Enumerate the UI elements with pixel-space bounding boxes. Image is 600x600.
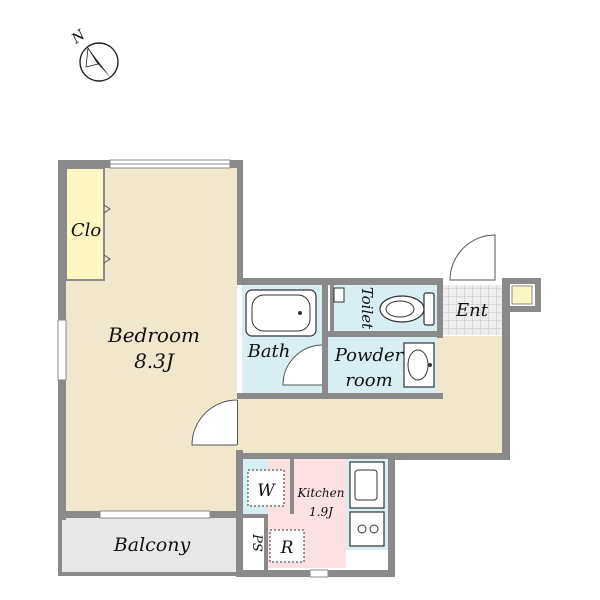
shoe-cabinet: [511, 285, 533, 305]
bedroom-size-label: 8.3J: [134, 349, 175, 373]
washbasin-icon: [403, 342, 435, 388]
corridor-floor: [237, 398, 502, 453]
toilet-icon: [379, 292, 435, 326]
bathtub-icon: [245, 289, 317, 337]
washer-label: W: [257, 481, 276, 501]
kitchen-sink-icon: [349, 461, 385, 509]
pipe-space-floor: [242, 518, 264, 568]
doors: [103, 204, 496, 446]
refrigerator-space-icon: [269, 529, 305, 563]
entrance-label: Ent: [455, 300, 489, 321]
kitchen-label: Kitchen: [297, 486, 345, 500]
bedroom-label: Bedroom: [107, 323, 200, 347]
balcony-floor: [62, 518, 236, 572]
toilet-label: Toilet: [358, 287, 376, 330]
powder-room-label-line1: Powder: [334, 345, 405, 366]
refrigerator-label: R: [280, 538, 294, 558]
north-label: N: [68, 27, 89, 48]
entrance-floor: [441, 285, 502, 335]
stove-icon: [349, 511, 385, 547]
bath-label: Bath: [247, 341, 291, 362]
washer-space-icon: [247, 469, 285, 507]
north-compass-icon: N: [68, 27, 119, 82]
shelf-icon: [333, 287, 345, 303]
hall-floor: [437, 336, 502, 406]
powder-room-label-line2: room: [345, 370, 392, 391]
kitchen-size-label: 1.9J: [309, 505, 334, 519]
pipe-space-label: PS: [249, 533, 264, 552]
closet-label: Clo: [71, 220, 102, 241]
windows: [57, 159, 329, 578]
balcony-label: Balcony: [113, 534, 191, 556]
